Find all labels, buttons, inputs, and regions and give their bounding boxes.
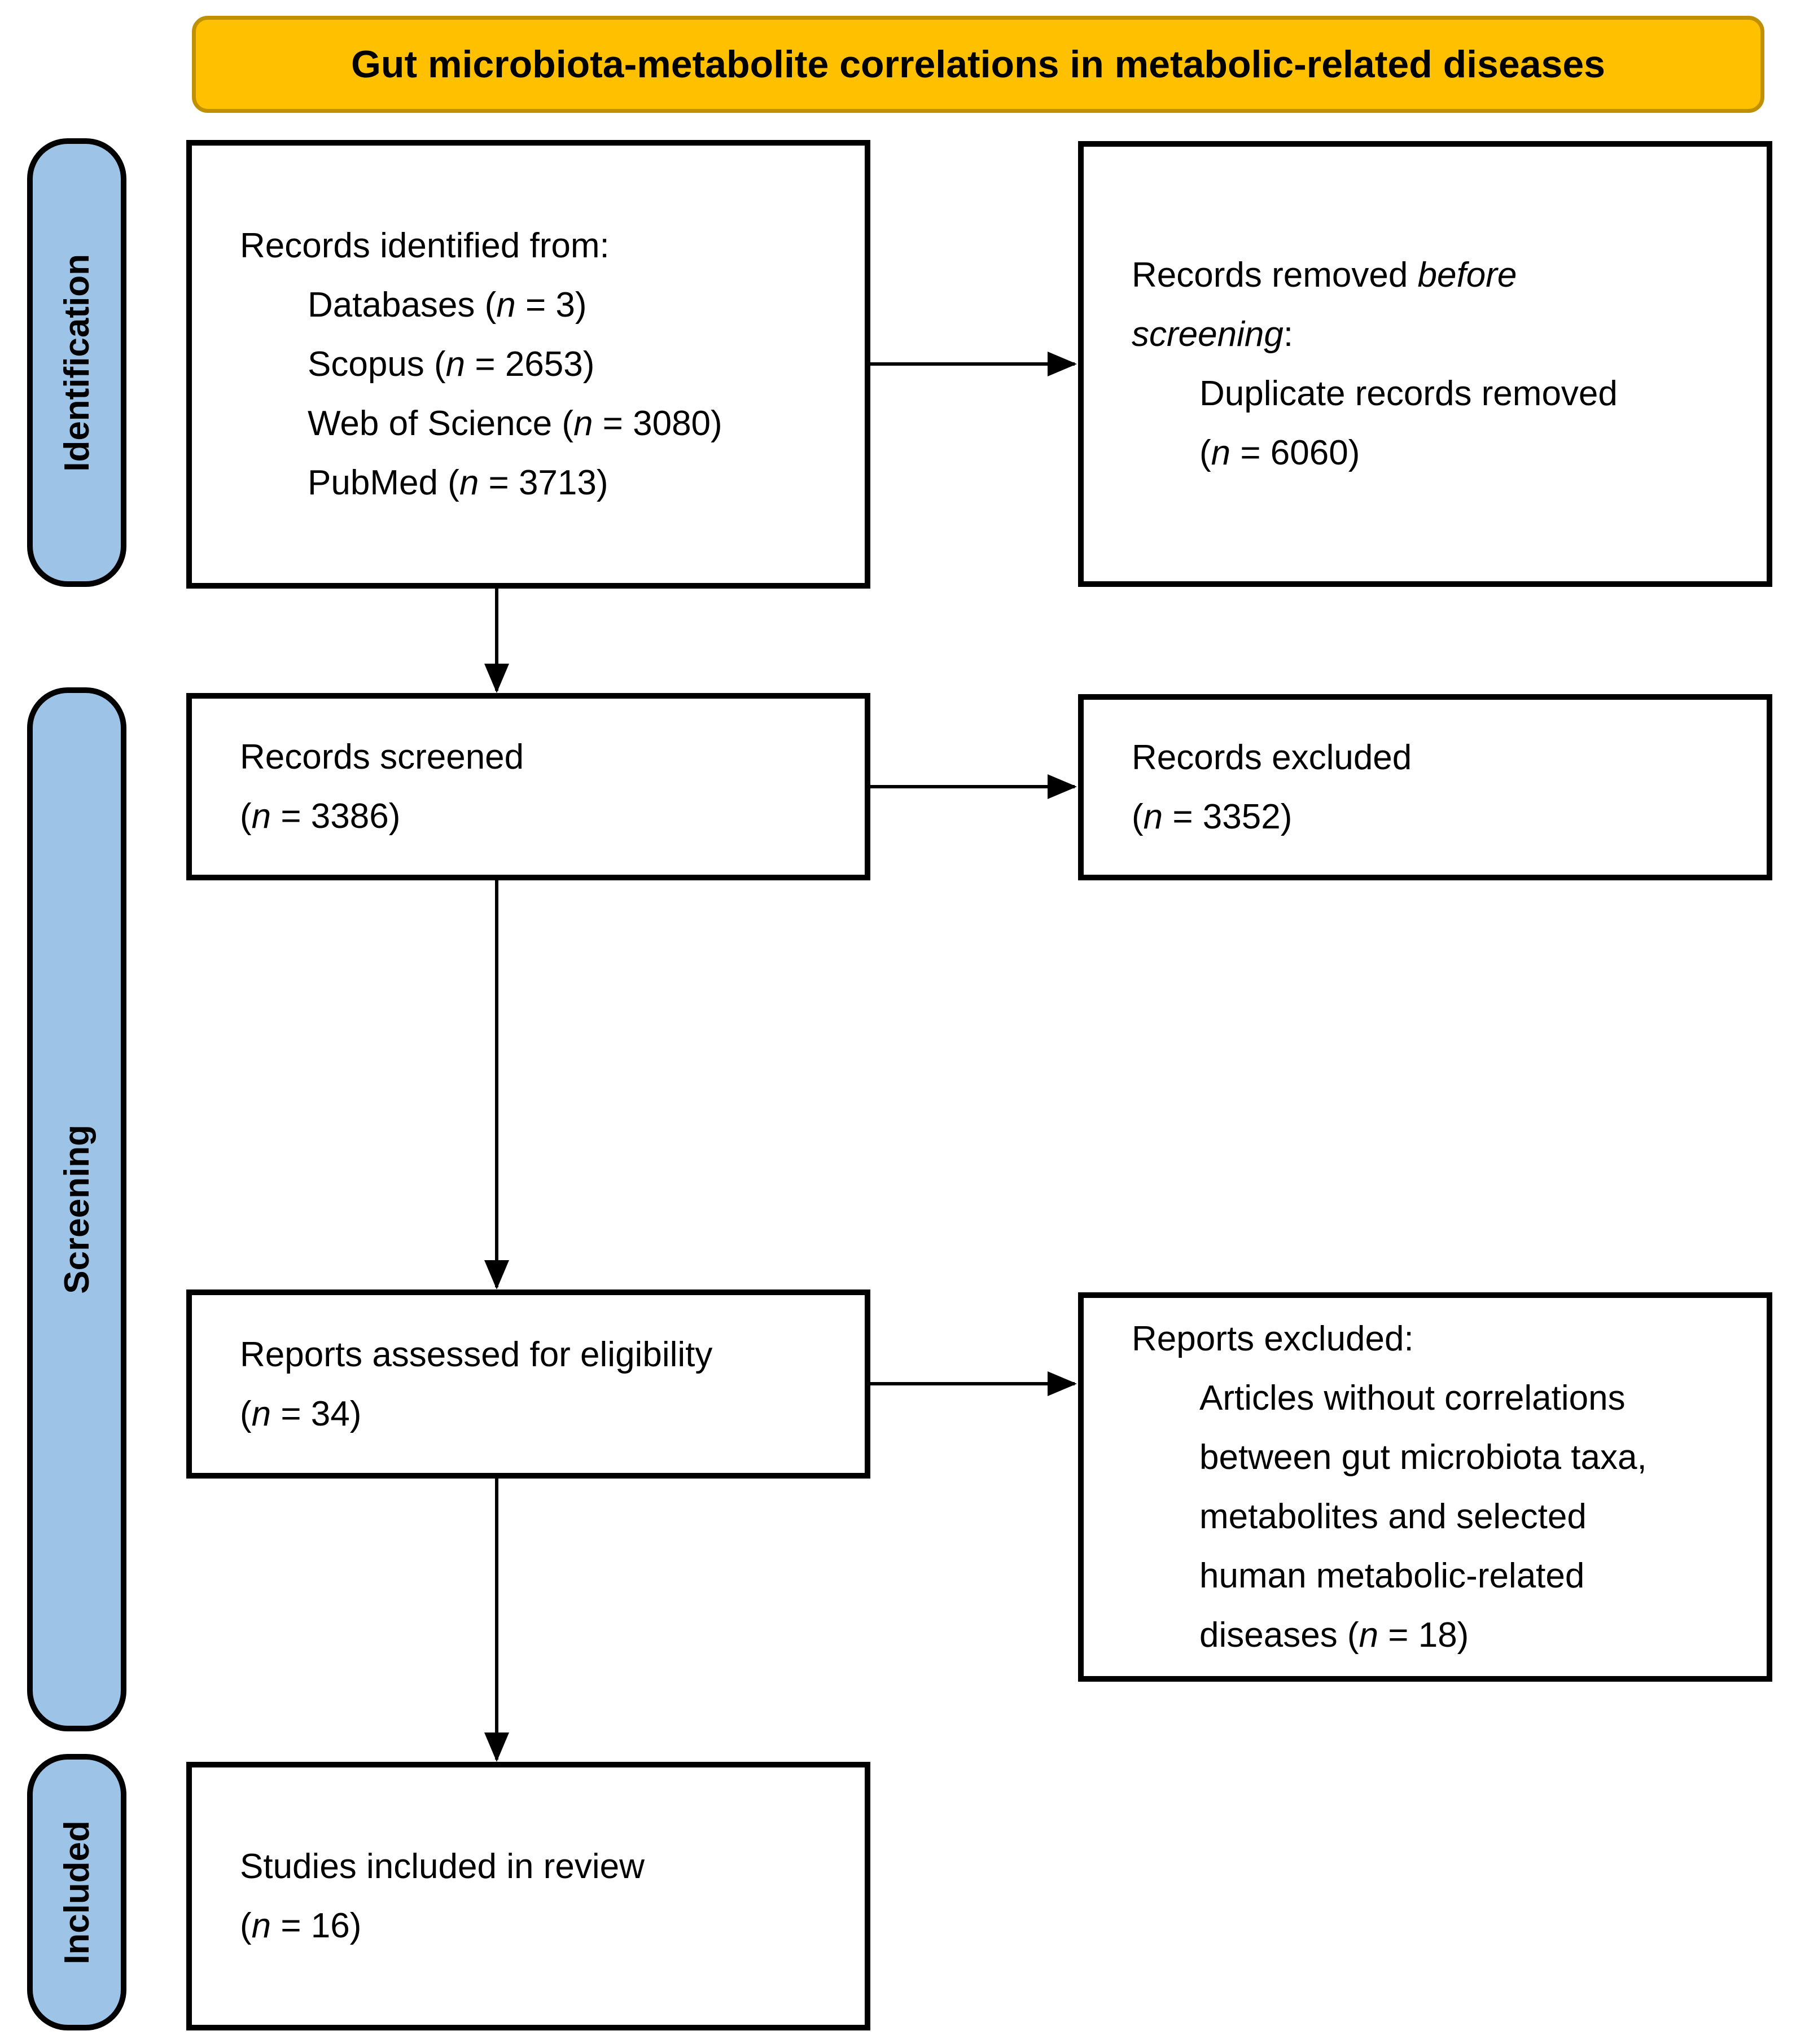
- arrow-assessed-to-excluded: [870, 1382, 1075, 1385]
- box-reports-excluded: Reports excluded: Articles without corre…: [1078, 1292, 1772, 1682]
- box-title-line: Reports excluded:: [1132, 1319, 1414, 1358]
- stage-screening: Screening: [27, 687, 126, 1731]
- box-title-line: Records identified from:: [240, 226, 610, 265]
- box-item-line: Web of Science (n = 3080): [308, 404, 722, 443]
- arrow-assessed-to-included: [495, 1479, 498, 1760]
- stage-label-included: Included: [57, 1820, 97, 1964]
- box-count-line: (n = 34): [240, 1394, 362, 1433]
- arrow-identified-to-removed: [870, 362, 1075, 366]
- stage-included: Included: [27, 1754, 126, 2030]
- box-reports-assessed: Reports assessed for eligibility (n = 34…: [186, 1289, 870, 1479]
- box-count-line: (n = 3352): [1132, 797, 1293, 836]
- box-count-line: (n = 3386): [240, 797, 401, 836]
- box-item-line: between gut microbiota taxa,: [1199, 1438, 1647, 1477]
- box-item-line: Articles without correlations: [1199, 1379, 1626, 1418]
- box-records-removed: Records removed before screening: Duplic…: [1078, 141, 1772, 587]
- box-studies-included: Studies included in review (n = 16): [186, 1762, 870, 2030]
- box-records-identified: Records identified from: Databases (n = …: [186, 140, 870, 589]
- box-records-screened: Records screened (n = 3386): [186, 693, 870, 880]
- title-banner: Gut microbiota-metabolite correlations i…: [192, 16, 1764, 113]
- box-item-line: PubMed (n = 3713): [308, 463, 608, 502]
- box-item-line: Scopus (n = 2653): [308, 345, 595, 384]
- arrow-screened-to-excluded: [870, 785, 1075, 788]
- box-title-line2: screening:: [1132, 315, 1294, 354]
- box-title-line: Records screened: [240, 738, 524, 777]
- box-title-line: Studies included in review: [240, 1847, 645, 1886]
- box-title-line: Records excluded: [1132, 738, 1412, 777]
- stage-identification: Identification: [27, 138, 126, 587]
- box-count-line: (n = 16): [240, 1906, 362, 1945]
- box-item-line: Databases (n = 3): [308, 286, 587, 324]
- box-item-line: Duplicate records removed: [1199, 374, 1618, 413]
- box-item-line: human metabolic-related: [1199, 1556, 1585, 1595]
- box-item-line: metabolites and selected: [1199, 1497, 1587, 1536]
- stage-label-screening: Screening: [57, 1125, 97, 1294]
- box-count-line: (n = 6060): [1199, 433, 1360, 472]
- box-records-excluded: Records excluded (n = 3352): [1078, 694, 1772, 880]
- stage-label-identification: Identification: [57, 253, 97, 472]
- arrow-screened-to-assessed: [495, 880, 498, 1287]
- box-title-line: Records removed before: [1132, 256, 1517, 295]
- arrow-identified-to-screened: [495, 589, 498, 691]
- box-title-line: Reports assessed for eligibility: [240, 1335, 713, 1374]
- title-text: Gut microbiota-metabolite correlations i…: [351, 43, 1605, 86]
- box-count-line: diseases (n = 18): [1199, 1616, 1469, 1655]
